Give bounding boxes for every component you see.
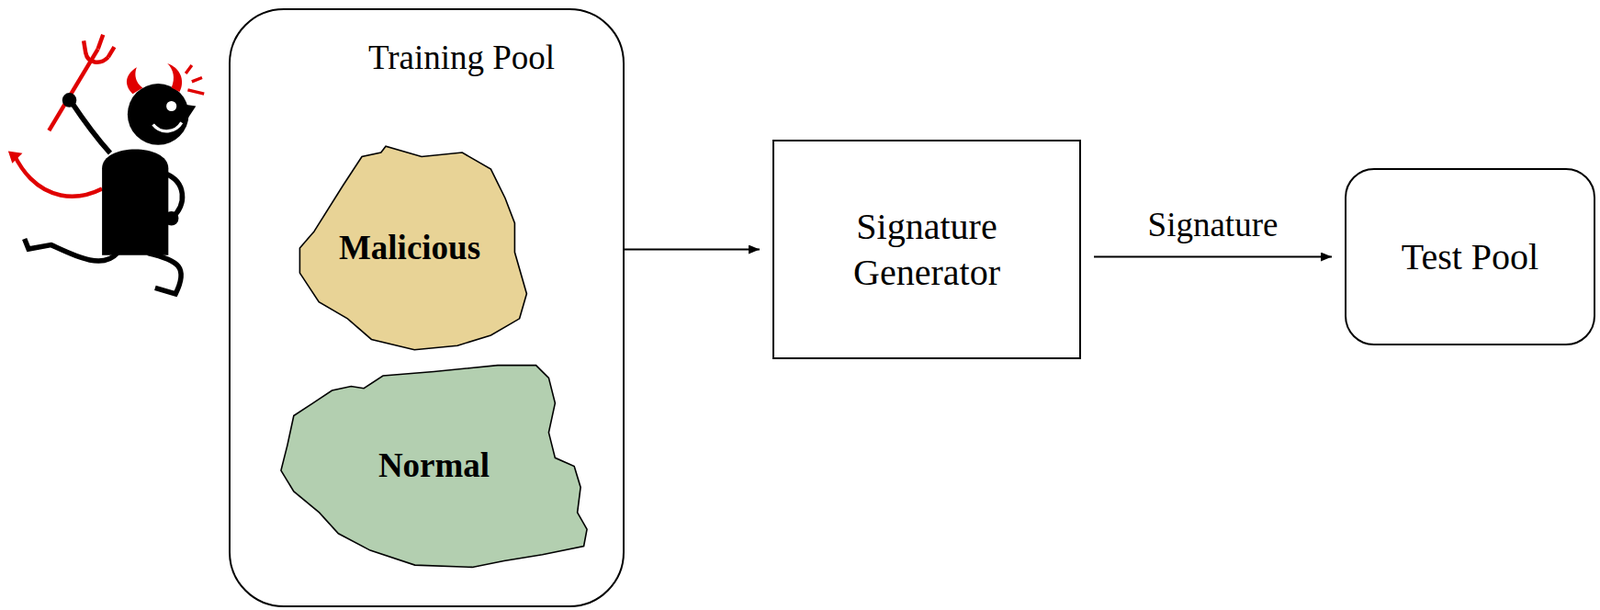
devil-mouth	[153, 122, 182, 132]
blob-shape	[281, 365, 587, 568]
edge-label: Signature	[1144, 204, 1283, 245]
devil-arm	[165, 173, 183, 219]
arrow-connector	[624, 248, 760, 251]
devil-tail	[14, 155, 103, 197]
devil-leg	[24, 238, 118, 261]
region-label: Normal	[378, 444, 490, 487]
devil-head	[127, 83, 190, 146]
devil-eye	[166, 101, 177, 112]
devil-nose	[181, 103, 197, 119]
tail-tip	[8, 150, 23, 163]
pool-box: Test Pool	[1344, 168, 1596, 346]
devil-arm	[71, 101, 111, 154]
box-label: Test Pool	[1401, 234, 1539, 281]
trident-head	[83, 34, 114, 63]
normal-region: Normal	[274, 360, 594, 572]
pool-container: Training PoolMaliciousNormal	[228, 8, 625, 608]
devil-hand	[164, 211, 180, 226]
devil-hand	[62, 92, 78, 108]
alert-marks	[185, 65, 204, 94]
malicious-region: Malicious	[290, 144, 530, 352]
devil-horn	[167, 63, 182, 92]
region-label: Malicious	[338, 226, 481, 270]
box-label: Signature Generator	[790, 203, 1063, 296]
devil-leg	[147, 253, 181, 294]
process-box: Signature Generator	[772, 139, 1082, 360]
devil-figure	[8, 34, 204, 294]
blob-shape	[299, 146, 527, 350]
devil-horn	[126, 67, 144, 94]
pool-heading: Training Pool	[230, 37, 623, 78]
arrow-connector	[1093, 256, 1332, 259]
devil-body	[101, 148, 169, 255]
